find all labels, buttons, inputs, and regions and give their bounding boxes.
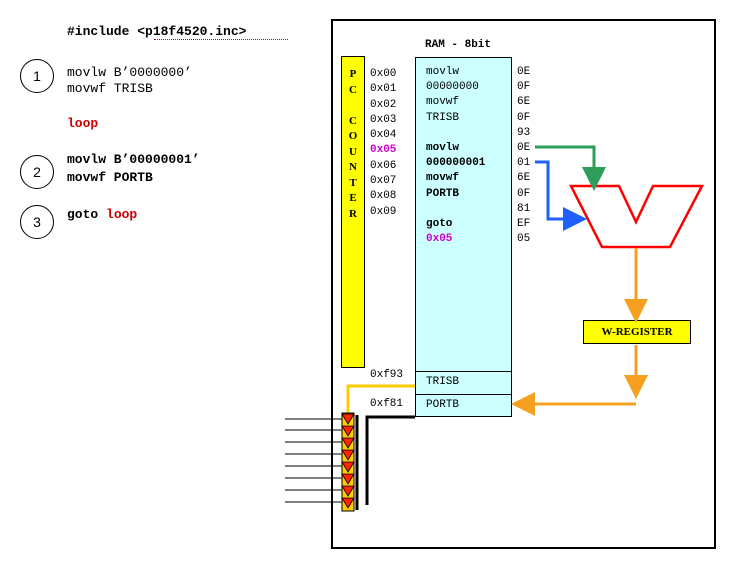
address-9: 0x09 (370, 205, 397, 218)
blue-data-arrow (535, 160, 587, 231)
pc-counter-label: P C C O U N T E R (348, 68, 358, 220)
ram-text-2: movwf (426, 96, 460, 109)
address-6: 0x06 (370, 159, 397, 172)
portb-wire (365, 415, 415, 505)
step-3-circle: 3 (20, 205, 54, 239)
ram-text-5: movlw (426, 142, 460, 154)
port-pin-lines (285, 418, 345, 503)
loop-label: loop (67, 116, 99, 131)
hex-7: 6E (517, 172, 531, 185)
w-register: W-REGISTER (583, 320, 691, 344)
step-2-line-1: movlw B’00000001’ (67, 152, 200, 167)
ram-separator-trisb (416, 371, 511, 372)
ram-text-6: 000000001 (426, 157, 486, 170)
hex-0: 0E (517, 66, 531, 78)
address-0: 0x00 (370, 68, 397, 80)
microcontroller-frame (331, 19, 716, 549)
ram-text-11: 0x05 (426, 233, 453, 246)
hex-4: 93 (517, 126, 531, 139)
ram-separator-portb (416, 394, 511, 395)
ram-text-1: 00000000 (426, 81, 479, 94)
hex-5: 0E (517, 142, 531, 155)
address-4: 0x04 (370, 129, 397, 142)
hex-6: 01 (517, 157, 531, 170)
include-line: #include <p18f4520.inc> (67, 24, 247, 39)
pc-counter: P C C O U N T E R (341, 56, 365, 368)
hex-3: 0F (517, 111, 531, 124)
ram-text-10: goto (426, 218, 453, 230)
port-buffer-triangles (341, 413, 355, 509)
hex-1: 0F (517, 81, 531, 94)
ram-text-3: TRISB (426, 111, 460, 124)
hex-10: EF (517, 218, 531, 231)
step-2-line-2: movwf PORTB (67, 170, 153, 185)
hex-9: 81 (517, 202, 531, 215)
step-1-line-2: movwf TRISB (67, 81, 153, 96)
ram-block (415, 57, 512, 417)
alu-shape (568, 184, 705, 249)
trisb-wire (346, 384, 415, 415)
address-7: 0x07 (370, 175, 397, 188)
trisb-register: TRISB (426, 376, 460, 388)
ram-text-8: PORTB (426, 187, 460, 200)
address-2: 0x02 (370, 98, 397, 111)
trisb-address: 0xf93 (370, 369, 404, 381)
green-data-arrow (535, 145, 606, 191)
step-1-line-1: movlw B’0000000’ (67, 65, 192, 80)
step-2-circle: 2 (20, 155, 54, 189)
portb-register: PORTB (426, 399, 460, 411)
hex-8: 0F (517, 187, 531, 200)
ram-text-0: movlw (426, 66, 460, 78)
address-5-current: 0x05 (370, 144, 397, 157)
address-8: 0x08 (370, 190, 397, 203)
address-1: 0x01 (370, 83, 397, 96)
step-1-circle: 1 (20, 59, 54, 93)
portb-address: 0xf81 (370, 398, 404, 410)
spellcheck-underline (154, 39, 288, 40)
hex-2: 6E (517, 96, 531, 109)
goto-keyword: goto (67, 207, 99, 222)
step-3-goto: goto loop (67, 207, 137, 222)
ram-content-column: movlw 00000000 movwf TRISB movlw 0000000… (426, 65, 485, 247)
address-3: 0x03 (370, 113, 397, 126)
ram-title: RAM - 8bit (425, 39, 492, 51)
goto-target: loop (106, 207, 138, 222)
hex-column: 0E 0F 6E 0F 93 0E 01 6E 0F 81 EF 05 (517, 65, 530, 247)
ram-text-7: movwf (426, 172, 460, 185)
address-column: 0x00 0x01 0x02 0x03 0x04 0x05 0x06 0x07 … (370, 67, 396, 220)
hex-11: 05 (517, 233, 531, 246)
